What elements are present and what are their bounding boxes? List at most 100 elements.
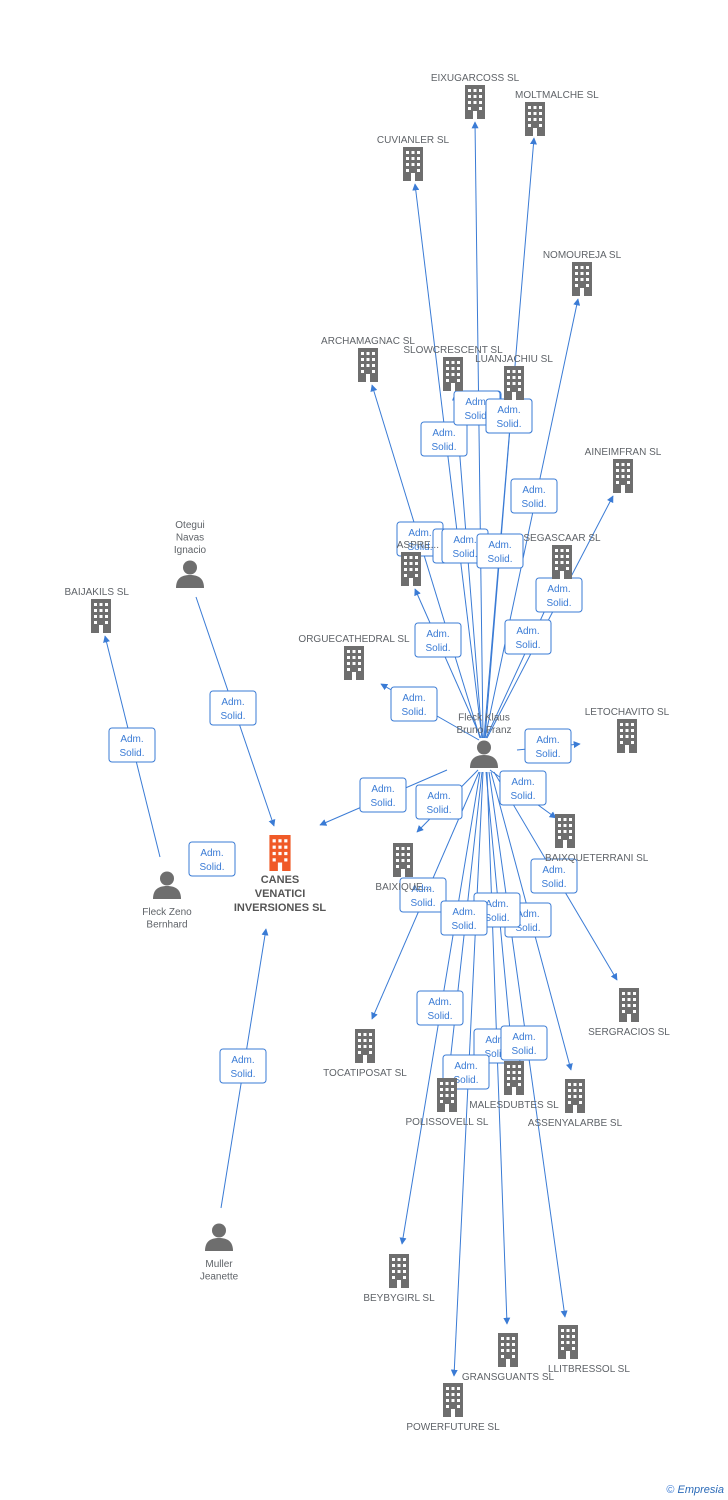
edge-label-fleckklaus-nomoureja[interactable]: Adm.Solid. [510,478,558,514]
node-label: Fleck Zeno [142,907,192,918]
node-nomoureja[interactable]: NOMOUREJA SL [543,250,622,296]
edge-label-text: Adm. [485,899,508,910]
edge-label-fleckklaus-luanjachiu[interactable]: Adm.Solid. [485,398,533,434]
edge-fleckklaus-archamagnac [370,384,481,739]
edge-label-text: Solid. [546,598,571,609]
node-label: MOLTMALCHE SL [515,90,599,101]
edge-label-fleckklaus-llitbressol[interactable]: Adm.Solid. [500,1025,548,1061]
edge-label-text: Solid. [453,1075,478,1086]
edge-label-text: Adm. [547,584,570,595]
edge-label-fleckklaus-powerfuture[interactable]: Adm.Solid. [440,900,488,936]
edge-label-text: Solid. [431,442,456,453]
edge-label-fleckklaus-aineimfran[interactable]: Adm. Solid. [535,577,583,613]
node-baixique[interactable]: BAIXIQUE... [375,843,431,893]
edge-label-fleckklaus-cuvianler[interactable]: Adm. Solid. [420,421,468,457]
edge-label-box [440,900,488,936]
edge-label-text: Adm. [465,397,488,408]
edge-label-box [499,770,547,806]
building-icon [403,147,423,181]
building-icon [552,545,572,579]
node-powerfuture[interactable]: POWERFUTURE SL [406,1383,500,1433]
node-letochavito[interactable]: LETOCHAVITO SL [585,707,670,753]
node-luanjachiu[interactable]: LUANJACHIU SL [475,354,553,400]
node-beybygirl[interactable]: BEYBYGIRL SL [363,1254,435,1304]
node-cuvianler[interactable]: CUVIANLER SL [377,135,450,181]
node-baixquellerrani[interactable]: BAIXQUETERRANI SL [545,814,649,864]
node-archamagnac[interactable]: ARCHAMAGNAC SL [321,336,415,382]
edge-label-box [414,622,462,658]
node-moltmalche[interactable]: MOLTMALCHE SL [515,90,599,136]
edge-label-text: Adm. [231,1055,254,1066]
brand-logo[interactable]: Empresia [677,1484,724,1496]
node-segascaar[interactable]: SEGASCAAR SL [523,533,601,579]
edge-label-box [415,784,463,820]
building-icon [269,835,291,871]
edge-label-box [524,728,572,764]
edge-label-fleckzeno-canes[interactable]: Adm.Solid. [188,841,236,877]
node-label: Otegui [175,520,204,531]
building-icon [443,357,463,391]
node-baijakils[interactable]: BAIJAKILS SL [65,587,130,633]
node-label: BAIXIQUE... [375,882,431,893]
node-label: AINEIMFRAN SL [585,447,662,458]
edge-label-fleckklaus-aspre[interactable]: Adm.Solid. [414,622,462,658]
edge-label-box [390,686,438,722]
node-orguecathedral[interactable]: ORGUECATHEDRAL SL [298,634,410,680]
edge-label-fleckklaus-beybygirl[interactable]: Adm.Solid. [416,990,464,1026]
edge-label-box [416,990,464,1026]
edge-label-text: Solid. [496,419,521,430]
edge-label-fleckklaus-orguecathedral[interactable]: Adm. Solid. [390,686,438,722]
edge-label-fleckklaus-tocatiposat[interactable]: Adm.Solid. [399,877,447,913]
edge-label-text: Adm. [402,693,425,704]
node-gransguants[interactable]: GRANSGUANTS SL [462,1333,555,1383]
node-polissovell[interactable]: POLISSOVELL SL [405,1078,489,1128]
edge-label-text: Solid. [401,707,426,718]
edge-label-fleckklaus-baixquellerrani[interactable]: Adm.Solid. [499,770,547,806]
node-slowcrescent[interactable]: SLOWCRESCENT SL [403,345,503,391]
node-tocatiposat[interactable]: TOCATIPOSAT SL [323,1029,407,1079]
node-aspre[interactable]: ASPRE... [397,540,439,586]
building-icon [504,1061,524,1095]
building-icon [504,366,524,400]
node-label: ARCHAMAGNAC SL [321,336,415,347]
edge-fleckklaus-luanjachiu [484,402,515,739]
edge-label-muller-canes[interactable]: Adm.Solid. [219,1048,267,1084]
edge-fleckklaus-eixugarcoss [471,121,484,739]
node-label: LETOCHAVITO SL [585,707,670,718]
edge-label-fleckklaus-letochavito[interactable]: Adm.Solid. [524,728,572,764]
node-sergracios[interactable]: SERGRACIOS SL [588,988,670,1038]
building-icon [443,1383,463,1417]
copyright-symbol: © [666,1484,675,1496]
node-malesdubtes[interactable]: MALESDUBTES SL [469,1061,559,1111]
node-label: GRANSGUANTS SL [462,1372,555,1383]
node-eixugarcoss[interactable]: EIXUGARCOSS SL [431,73,520,119]
edge-label-fleckklaus-segascaar[interactable]: Adm.Solid. [504,619,552,655]
edge-label-extra-3[interactable]: Adm.Solid. [476,533,524,569]
edge-label-text: Adm. [511,777,534,788]
node-label: SEGASCAAR SL [523,533,601,544]
edge-label-box [399,877,447,913]
building-icon [91,599,111,633]
building-icon [613,459,633,493]
edge-label-text: Adm. [120,734,143,745]
edge-label-text: Adm. [453,535,476,546]
node-label: CANES [261,874,300,886]
node-llitbressol[interactable]: LLITBRESSOL SL [548,1325,630,1375]
edge-label-fleckklaus-sergracios[interactable]: Adm.Solid. [530,858,578,894]
edge-label-text: Adm. [536,735,559,746]
node-aineimfran[interactable]: AINEIMFRAN SL [585,447,662,493]
node-label: INVERSIONES SL [234,902,327,914]
edge-label-fleckklaus-baixique[interactable]: Adm.Solid. [415,784,463,820]
edge-label-fleckklaus-canes[interactable]: Adm.Solid. [359,777,407,813]
edge-label-otegui-canes[interactable]: Adm.Solid. [209,690,257,726]
edge-label-text: Adm. [432,428,455,439]
edge-label-fleckzeno-baijakils[interactable]: Adm.Solid. [108,727,156,763]
edge-label-text: Solid. [487,554,512,565]
node-assenyalarbe[interactable]: ASSENYALARBE SL [528,1079,623,1129]
